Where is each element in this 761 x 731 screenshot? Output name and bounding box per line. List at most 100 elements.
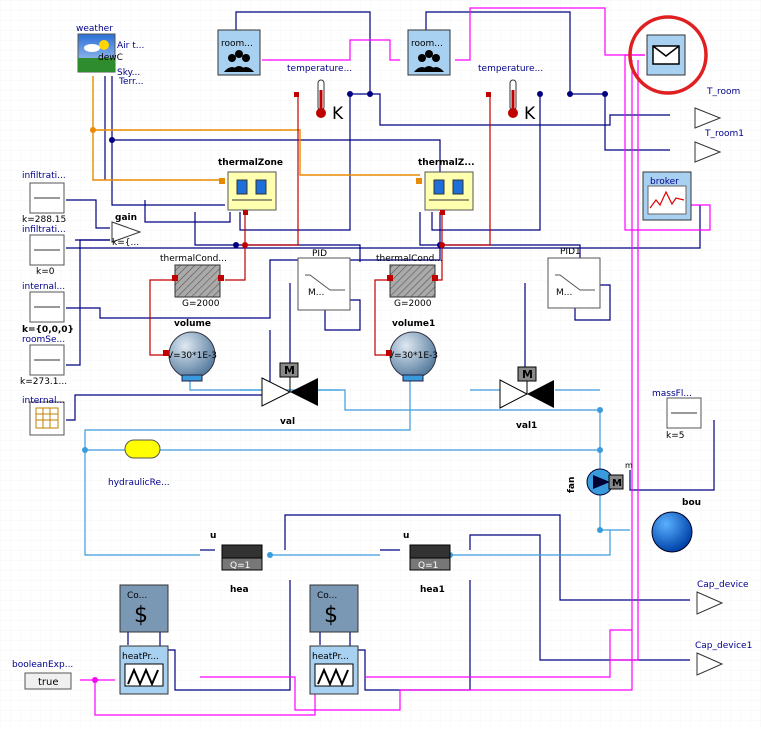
thermometer-icon (316, 108, 326, 118)
room-occupancy-block-2[interactable]: room... (407, 29, 451, 76)
val1-label: val1 (516, 421, 537, 431)
hea1-q: Q=1 (418, 561, 438, 571)
k1-label: K (332, 104, 344, 124)
output-cap-device1[interactable]: Cap_device1 (695, 641, 752, 676)
hea-q: Q=1 (230, 561, 250, 571)
fluid-wires (84, 380, 630, 556)
pid-label: PID (312, 249, 327, 259)
room1-label: room... (221, 39, 253, 49)
magenta-junction (92, 677, 98, 683)
heater-hea[interactable]: Q=1 u hea (210, 531, 263, 595)
val-label: val (280, 417, 295, 427)
true-button-label: true (38, 677, 59, 688)
tc1-g: G=2000 (182, 299, 220, 309)
heat-pump-2[interactable]: heatPr... (309, 645, 359, 695)
volume-label: volume (174, 319, 211, 329)
fan-block[interactable]: M m fan (567, 461, 633, 496)
room-setpoint-source[interactable]: roomSe... k=273.1... (20, 335, 67, 387)
window-icon (255, 179, 267, 195)
coil-icon (127, 667, 159, 687)
volume1-block[interactable]: volume1 V=30*1E-3 (388, 319, 438, 382)
infil1-label: infiltrati... (22, 171, 66, 181)
thermal-conductor-2[interactable]: thermalCond... G=2000 (376, 254, 443, 309)
thermometer-icon (508, 108, 518, 118)
k2-label: K (524, 104, 536, 124)
true-button[interactable]: true (24, 672, 72, 690)
mass-flow-source[interactable]: massFl... k=5 (652, 389, 702, 441)
thermal-zone2-label: thermalZ... (418, 158, 475, 168)
internal2-label: internal... (22, 396, 65, 406)
weather-bus-wires (92, 76, 420, 181)
orange-junction (90, 127, 96, 133)
weather-air-label: Air t... (117, 41, 144, 51)
heat-pump-1[interactable]: heatPr... (119, 645, 169, 695)
heatpr2-label: heatPr... (312, 652, 349, 662)
thermal-zone-block-1[interactable]: thermalZone (218, 158, 283, 211)
co1-label: Co... (127, 591, 147, 601)
output-t-room1[interactable]: T_room1 (694, 129, 744, 163)
t-room1-label: T_room1 (704, 129, 744, 139)
boundary-bou[interactable]: bou (651, 498, 701, 553)
heater-hea1[interactable]: Q=1 u hea1 (403, 531, 451, 595)
cost-block-2[interactable]: Co... $ (309, 584, 359, 633)
bou-label: bou (682, 498, 701, 508)
hydraulic-resistance[interactable]: hydraulicRe... (108, 439, 170, 488)
cost-block-1[interactable]: Co... $ (119, 584, 169, 633)
room-occupancy-block-1[interactable]: room... (217, 29, 261, 76)
broker-block[interactable]: broker (642, 171, 692, 221)
tc2-g: G=2000 (394, 299, 432, 309)
internal-gain-table[interactable]: internal... (22, 396, 65, 436)
gain-k: k={... (112, 238, 139, 248)
fan-m2: m (625, 461, 633, 470)
weather-block[interactable]: weather Air t... dewC Sky... Terr... (76, 24, 144, 87)
people-icon (224, 50, 254, 72)
t-room-label: T_room (706, 87, 740, 97)
dollar-icon: $ (134, 603, 148, 628)
hydraulic-label: hydraulicRe... (108, 478, 170, 488)
gain-block[interactable]: gain k={... (111, 213, 142, 248)
sun-icon (99, 40, 109, 50)
temp2-label: temperature... (478, 64, 543, 74)
internal-gain-source[interactable]: internal... k={0,0,0} (22, 282, 74, 335)
room2-label: room... (411, 39, 443, 49)
valve-val1[interactable]: M val1 (499, 366, 554, 431)
infil2-label: infiltrati... (22, 225, 66, 235)
fan-label: fan (567, 477, 577, 493)
output-t-room[interactable]: T_room (694, 87, 740, 129)
valve1-m: M (522, 368, 533, 381)
pid-controller[interactable]: M... PID (297, 249, 351, 311)
internal1-k: k={0,0,0} (22, 325, 74, 335)
thermal-zone-block-2[interactable]: thermalZ... (418, 158, 475, 211)
valve-val[interactable]: M val (261, 362, 318, 427)
people-icon (414, 50, 444, 72)
bus-wires (80, 7, 711, 716)
table-icon (35, 407, 59, 429)
highlight-circle (628, 15, 708, 95)
pid-m: M... (308, 288, 324, 298)
temperature-sensor-2[interactable]: temperature... K (478, 64, 543, 124)
tc1-label: thermalCond... (160, 254, 227, 264)
volume1-label: volume1 (392, 319, 435, 329)
output-cap-device[interactable]: Cap_device (696, 580, 749, 615)
pid1-m: M... (556, 288, 572, 298)
tc2-label: thermalCond... (376, 254, 443, 264)
weather-sky-label: Sky... (117, 68, 140, 78)
pid1-controller[interactable]: M... PID1 (547, 247, 601, 309)
dollar-icon: $ (324, 603, 338, 628)
temperature-sensor-1[interactable]: temperature... K (287, 64, 352, 124)
massfl-label: massFl... (652, 389, 692, 399)
cap-device1-label: Cap_device1 (695, 641, 752, 651)
gain-label: gain (115, 213, 137, 223)
window-icon (236, 179, 248, 195)
red-junction (439, 242, 445, 248)
internal1-label: internal... (22, 282, 65, 292)
infiltration-source-1[interactable]: infiltrati... k=288.15 (22, 171, 66, 225)
chart-line-icon (649, 190, 685, 209)
infiltration-source-2[interactable]: infiltrati... k=0 (22, 225, 66, 277)
volume-block[interactable]: volume V=30*1E-3 (167, 319, 217, 382)
heatport-wires (149, 94, 491, 356)
massfl-k: k=5 (666, 431, 684, 441)
volume1-v: V=30*1E-3 (388, 351, 438, 361)
message-block[interactable] (646, 34, 686, 76)
